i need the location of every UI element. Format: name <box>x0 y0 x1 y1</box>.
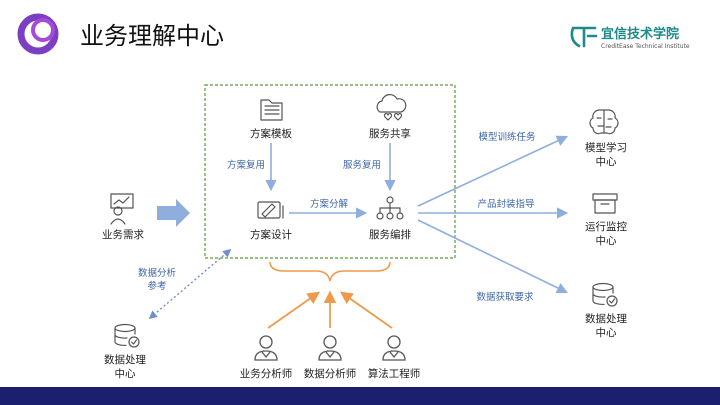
node-label-moxing-xuexi-1: 模型学习 <box>585 141 627 154</box>
node-label-suanfa-gongchengshi: 算法工程师 <box>368 367 421 380</box>
edge-label-moxing-xunlian: 模型训练任务 <box>478 131 536 143</box>
edge-label-fuwu-fuyong: 服务复用 <box>343 159 381 171</box>
database-check-icon <box>114 323 140 348</box>
service-design-group-box <box>204 84 456 259</box>
edge-label-fangan-fuyong: 方案复用 <box>227 159 265 171</box>
design-tablet-icon <box>257 201 284 219</box>
page-title: 业务理解中心 <box>80 22 224 50</box>
edge-label-shuju-huoqu: 数据获取要求 <box>476 291 534 303</box>
node-label-data-center-left-2: 中心 <box>115 367 136 380</box>
group-brace <box>269 261 391 282</box>
hierarchy-icon <box>376 196 404 220</box>
edge-moxing-xunlian <box>417 135 569 207</box>
person-icon <box>318 335 342 361</box>
footer-bar <box>0 387 720 405</box>
node-label-data-center-left-1: 数据处理 <box>104 353 146 366</box>
person-icon <box>254 335 278 361</box>
brand-subtitle: CreditEase Technical Institute <box>601 43 690 50</box>
folder-icon <box>260 99 283 121</box>
person-icon <box>382 335 406 361</box>
edge-label-chanpin-fengzhuang: 产品封装指导 <box>477 198 534 210</box>
node-label-shuju-fenxishi: 数据分析师 <box>304 367 357 380</box>
block-arrow-into-box <box>157 199 190 227</box>
node-label-data-center-right-2: 中心 <box>596 326 617 339</box>
node-label-yewu-xuqiu: 业务需求 <box>102 228 144 241</box>
node-label-fuwu-gongxiang: 服务共享 <box>369 127 411 140</box>
logo-icon <box>17 13 59 55</box>
node-label-yunxing-jiankong-1: 运行监控 <box>585 220 627 233</box>
edge-suanfa-gongchengshi <box>339 291 393 329</box>
edge-yewu-fenxishi <box>267 291 321 329</box>
cloud-hearts-icon <box>376 93 407 121</box>
node-label-fangan-muban: 方案模板 <box>250 127 292 140</box>
person-at-board-icon <box>110 193 134 225</box>
brand-logo-icon <box>570 26 598 48</box>
edge-shuju-fenxi-cankao <box>148 248 232 320</box>
edge-label-shuju-fenxi-cankao-1: 数据分析 <box>138 267 177 279</box>
node-label-yunxing-jiankong-2: 中心 <box>596 234 617 247</box>
database-check-icon <box>592 282 618 307</box>
node-label-yewu-fenxishi: 业务分析师 <box>240 367 293 380</box>
archive-box-icon <box>592 193 618 214</box>
edge-label-shuju-fenxi-cankao-2: 参考 <box>147 280 166 292</box>
edge-label-fangan-fenjie: 方案分解 <box>310 198 349 210</box>
node-label-fuwu-bianpai: 服务编排 <box>369 228 411 241</box>
node-label-moxing-xuexi-2: 中心 <box>596 155 617 168</box>
brain-icon <box>589 109 619 135</box>
brand-name: 宜信技术学院 <box>601 26 679 42</box>
node-label-data-center-right-1: 数据处理 <box>585 312 627 325</box>
node-label-fangan-sheji: 方案设计 <box>250 228 292 241</box>
edge-shuju-huoqu <box>417 219 569 294</box>
